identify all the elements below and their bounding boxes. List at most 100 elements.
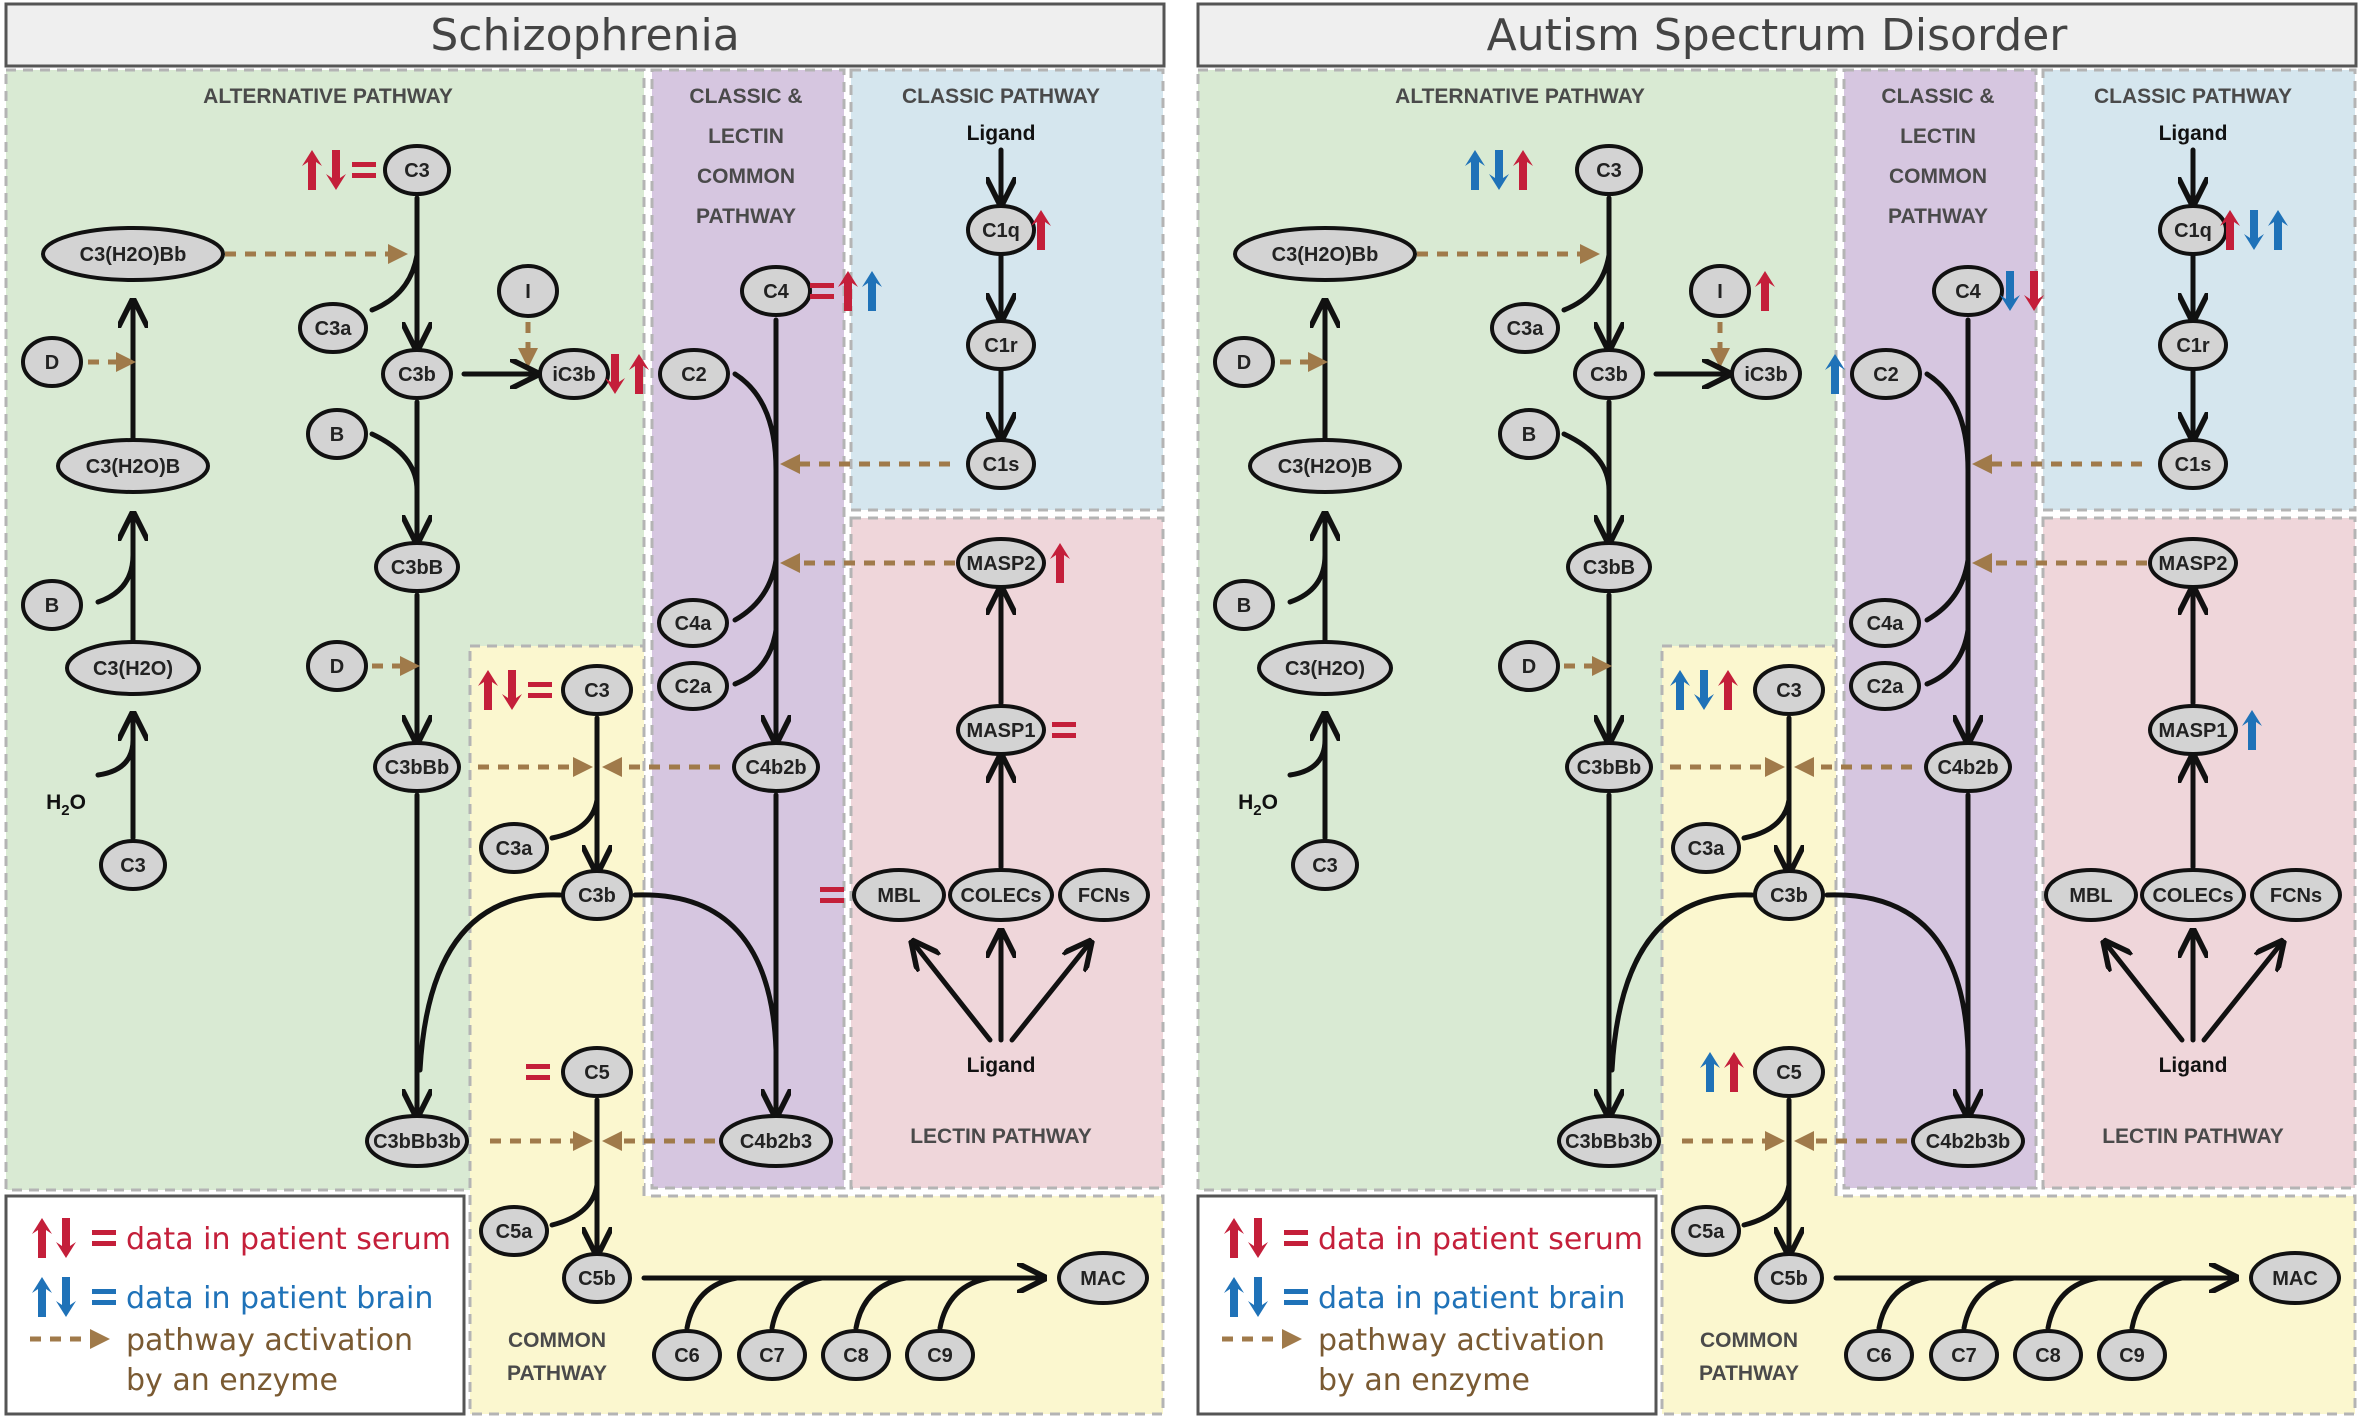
node-d1-label: D <box>1237 352 1251 374</box>
node-c3b-label: C3b <box>398 364 436 386</box>
node-ic3b-label: iC3b <box>1744 364 1787 386</box>
node-colecs <box>948 868 1054 922</box>
alternative-pathway-label: ALTERNATIVE PATHWAY <box>1395 85 1645 108</box>
node-c6 <box>1844 1329 1914 1381</box>
c3a-split <box>1561 252 1612 313</box>
cc3b-to-left-curve <box>1609 892 1755 1073</box>
c6-c9-join <box>769 1275 825 1331</box>
node-c1r-label: C1r <box>2176 335 2210 357</box>
legend-brain-text: data in patient brain <box>1318 1281 1625 1316</box>
node-c2 <box>1850 348 1922 400</box>
node-masp1-label: MASP1 <box>967 720 1036 742</box>
node-b1 <box>1213 579 1275 631</box>
node-i-label: I <box>525 281 531 303</box>
node-b2 <box>1498 408 1560 460</box>
ligand_l-label: Ligand <box>2159 1054 2228 1077</box>
node-c2a <box>1849 661 1921 711</box>
node-c4-label: C4 <box>1955 281 1981 303</box>
node-d2-label: D <box>1522 656 1536 678</box>
node-c9-label: C9 <box>2119 1345 2145 1367</box>
node-cc5 <box>1753 1046 1825 1098</box>
up-blue-marker <box>862 271 882 311</box>
equal-red-marker <box>820 887 844 903</box>
classic-lectin-label-line: CLASSIC & <box>689 85 802 108</box>
common-pathway-label-line: PATHWAY <box>507 1362 607 1385</box>
c6-c9-join <box>2045 1275 2101 1331</box>
node-c3h2obb <box>41 226 225 282</box>
node-ic3b <box>1730 348 1802 400</box>
node-c1s-label: C1s <box>2175 454 2212 476</box>
node-c3h2o-label: C3(H2O) <box>1285 658 1365 680</box>
legend-down-blue <box>56 1277 76 1317</box>
node-c3h2ob <box>1248 438 1402 494</box>
node-b1 <box>21 579 83 631</box>
node-c7 <box>1929 1329 1999 1381</box>
node-cc3b-label: C3b <box>1770 885 1808 907</box>
up-red-marker <box>302 150 322 190</box>
node-i-label: I <box>1717 281 1723 303</box>
equal-red-marker <box>526 1064 550 1080</box>
cc3a-split <box>1741 797 1792 841</box>
node-c7-label: C7 <box>759 1345 785 1367</box>
node-masp1 <box>2148 704 2238 756</box>
node-b1-label: B <box>1237 595 1251 617</box>
c6-c9-join <box>2129 1275 2185 1331</box>
ligand-to-mbl-arrow <box>2107 945 2185 1043</box>
panel-title: Autism Spectrum Disorder <box>1487 10 2069 61</box>
node-c4 <box>740 265 812 317</box>
node-c3h2o-label: C3(H2O) <box>93 658 173 680</box>
up-red-marker <box>1718 670 1738 710</box>
node-cc5b <box>562 1252 632 1304</box>
up-red-marker <box>2220 210 2240 250</box>
node-c4b2b <box>1924 741 2012 793</box>
equal-red-marker <box>528 682 552 698</box>
node-c3h2obb-label: C3(H2O)Bb <box>80 244 187 266</box>
node-c3h2ob-label: C3(H2O)B <box>86 456 180 478</box>
node-masp2-label: MASP2 <box>2159 553 2228 575</box>
legend-down-red <box>1248 1218 1268 1258</box>
c6-c9-join <box>1876 1275 1932 1331</box>
legend-up-blue <box>32 1277 52 1317</box>
legend-up-red <box>1224 1218 1244 1258</box>
node-mac-label: MAC <box>2272 1268 2318 1290</box>
b2-join <box>369 431 420 493</box>
up-blue-marker <box>1825 354 1845 394</box>
node-cc5b <box>1754 1252 1824 1304</box>
classic-pathway-label: CLASSIC PATHWAY <box>2094 85 2292 108</box>
cc3a-split <box>549 797 600 841</box>
node-cc5a <box>1671 1205 1741 1257</box>
up-red-marker <box>1724 1052 1744 1092</box>
node-c3bBb3b <box>365 1114 469 1168</box>
complement-nodes: C3(H2O)BbDC3(H2O)BBC3(H2O)C3H2OC3C3aC3bI… <box>21 122 1150 1381</box>
classic-lectin-label-line: COMMON <box>697 165 795 188</box>
legend-equal-blue <box>92 1289 116 1305</box>
node-c1q-label: C1q <box>982 220 1020 242</box>
legend-brain-text: data in patient brain <box>126 1281 433 1316</box>
node-d2 <box>306 640 368 692</box>
node-c4b2b3 <box>1911 1114 2025 1168</box>
node-i <box>1689 264 1751 318</box>
down-red-marker <box>605 354 625 394</box>
lectin-pathway-label: LECTIN PATHWAY <box>910 1125 1092 1148</box>
classic-lectin-label-line: PATHWAY <box>696 205 796 228</box>
classic-lectin-label-line: LECTIN <box>1900 125 1976 148</box>
node-masp2-label: MASP2 <box>967 553 1036 575</box>
node-c3base <box>1291 839 1359 891</box>
node-c3bBb3b <box>1557 1114 1661 1168</box>
node-c1s-label: C1s <box>983 454 1020 476</box>
node-mbl <box>852 868 946 922</box>
classic-lectin-label-line: PATHWAY <box>1888 205 1988 228</box>
node-cc5 <box>561 1046 633 1098</box>
node-c3h2obb <box>1233 226 1417 282</box>
node-c3bBb3b-label: C3bBb3b <box>1565 1131 1653 1153</box>
down-blue-marker <box>2000 271 2020 311</box>
node-mbl <box>2044 868 2138 922</box>
regulation-markers <box>1465 150 2288 1092</box>
lectin-pathway-region <box>2041 516 2357 1190</box>
legend-serum-text: data in patient serum <box>1318 1222 1643 1257</box>
node-cc3 <box>561 664 633 716</box>
node-cc3b-label: C3b <box>578 885 616 907</box>
lectin-pathway-region <box>849 516 1165 1190</box>
panel-title-box <box>4 2 1166 68</box>
